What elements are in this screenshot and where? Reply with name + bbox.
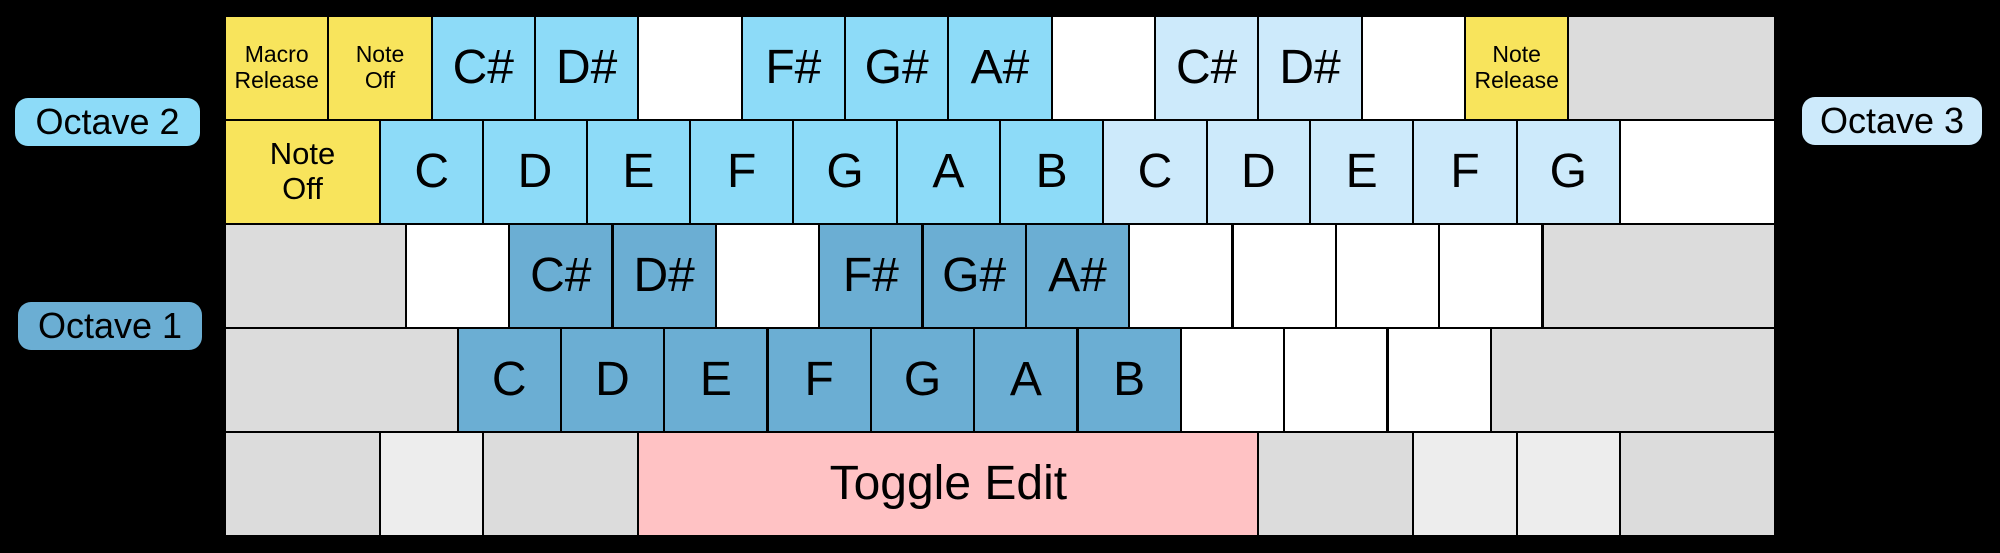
key-b-octave1: B: [1077, 328, 1181, 432]
system-key: [1516, 432, 1620, 536]
key-g-sharp-octave1: G#: [922, 224, 1026, 328]
key-f-octave2: F: [690, 120, 794, 224]
system-key: [1542, 224, 1775, 328]
blank-key: [1439, 224, 1543, 328]
system-key: [1490, 328, 1775, 432]
key-d-octave3: D: [1206, 120, 1310, 224]
key-d-sharp-octave2: D#: [535, 16, 639, 120]
key-e-octave3: E: [1310, 120, 1414, 224]
blank-key: [1387, 328, 1491, 432]
toggle-edit-key: Toggle Edit: [638, 432, 1259, 536]
key-a-octave2: A: [896, 120, 1000, 224]
key-a-octave1: A: [974, 328, 1078, 432]
system-key: [1413, 432, 1517, 536]
key-g-octave2: G: [793, 120, 897, 224]
blank-key: [638, 16, 742, 120]
blank-key: [1335, 224, 1440, 328]
key-g-octave1: G: [870, 328, 975, 432]
key-d-octave1: D: [560, 328, 665, 432]
blank-key: [1180, 328, 1285, 432]
key-c-sharp-octave2: C#: [431, 16, 535, 120]
blank-key: [1232, 224, 1336, 328]
key-c-octave1: C: [457, 328, 561, 432]
key-c-octave3: C: [1103, 120, 1207, 224]
key-d-sharp-octave1: D#: [612, 224, 716, 328]
blank-key: [1051, 16, 1155, 120]
system-key: [1258, 432, 1414, 536]
system-key: [1568, 16, 1775, 120]
key-d-octave2: D: [483, 120, 587, 224]
key-c-sharp-octave3: C#: [1155, 16, 1259, 120]
system-key: [380, 432, 484, 536]
blank-key: [715, 224, 820, 328]
system-key: [225, 328, 458, 432]
octave-1-label: Octave 1: [18, 302, 202, 350]
key-f-octave3: F: [1413, 120, 1517, 224]
key-g-sharp-octave2: G#: [845, 16, 949, 120]
key-f-octave1: F: [767, 328, 871, 432]
key-b-octave2: B: [1000, 120, 1104, 224]
key-a-sharp-octave1: A#: [1025, 224, 1130, 328]
key-d-sharp-octave3: D#: [1258, 16, 1362, 120]
blank-key: [1284, 328, 1388, 432]
key-a-sharp-octave2: A#: [948, 16, 1052, 120]
key-c-octave2: C: [380, 120, 484, 224]
key-f-sharp-octave2: F#: [741, 16, 845, 120]
key-e-octave1: E: [664, 328, 768, 432]
octave-3-label: Octave 3: [1802, 97, 1982, 145]
system-key: [483, 432, 639, 536]
system-key: [225, 224, 406, 328]
blank-key: [1620, 120, 1775, 224]
octave-2-label: Octave 2: [15, 98, 200, 146]
blank-key: [1361, 16, 1465, 120]
blank-key: [1129, 224, 1233, 328]
key-e-octave2: E: [586, 120, 690, 224]
system-key: [1620, 432, 1775, 536]
key-c-sharp-octave1: C#: [509, 224, 613, 328]
key-g-octave3: G: [1516, 120, 1620, 224]
system-key: [225, 432, 380, 536]
blank-key: [405, 224, 510, 328]
key-f-sharp-octave1: F#: [819, 224, 923, 328]
